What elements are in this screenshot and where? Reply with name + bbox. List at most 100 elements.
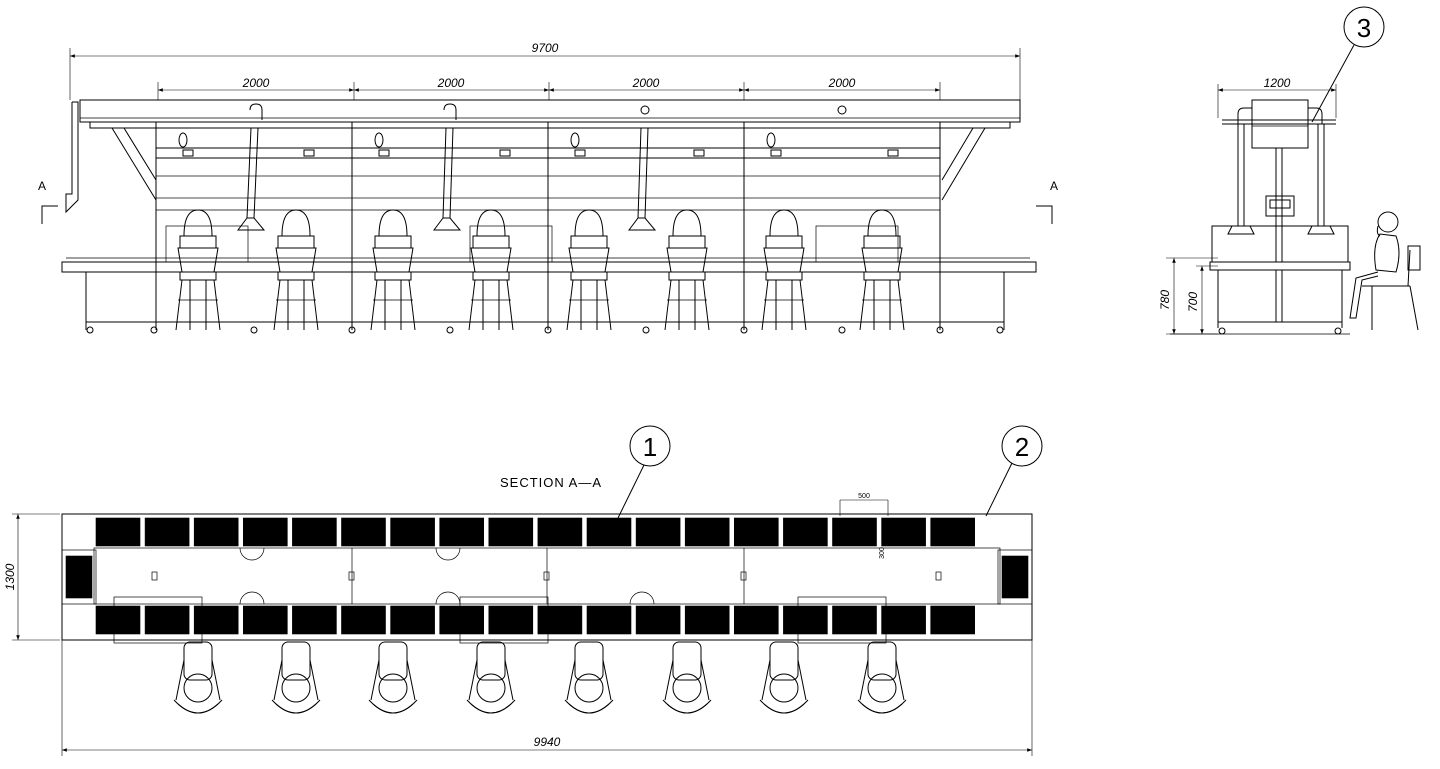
tray: [832, 605, 877, 635]
svg-text:A: A: [1050, 179, 1058, 193]
chair-top: [857, 641, 907, 714]
operator-with-chair: [468, 209, 514, 331]
balloon-2: 2: [985, 425, 1043, 517]
tray: [635, 517, 681, 547]
section-title: SECTION A—A: [500, 475, 602, 490]
tray: [537, 605, 583, 635]
tray: [733, 517, 779, 547]
svg-text:A: A: [38, 179, 46, 193]
conveyor-outline: [61, 513, 1033, 644]
tray: [832, 517, 877, 547]
tray: [439, 517, 485, 547]
svg-text:3: 3: [1357, 13, 1371, 43]
tray: [193, 517, 239, 547]
module-dimensions: 2000 2000 2000 2000: [157, 76, 941, 100]
tray: [684, 517, 730, 547]
top-view: SECTION A—A 1300 9940 500 300: [3, 475, 1033, 756]
extraction-pipes: [237, 103, 847, 231]
tray: [684, 605, 730, 635]
module-dim-4: 2000: [828, 76, 856, 90]
caster: [544, 326, 552, 334]
tray: [488, 517, 534, 547]
caster: [348, 326, 356, 334]
caster: [936, 326, 944, 334]
overall-dim-label: 9700: [532, 41, 559, 55]
caster: [642, 326, 650, 334]
chair-top: [759, 641, 809, 714]
side-operator: [1349, 211, 1421, 331]
tray: [95, 605, 141, 635]
svg-text:2: 2: [1015, 432, 1029, 462]
tray: [341, 517, 386, 547]
tray: [390, 605, 435, 635]
tray: [243, 605, 288, 635]
operator-chairs-top-view: [173, 641, 907, 714]
tray: [144, 517, 190, 547]
tray: [733, 605, 779, 635]
side-frame: [1170, 99, 1351, 335]
balloon-1: 1: [617, 425, 671, 519]
svg-text:1: 1: [643, 432, 657, 462]
balloon-3: 3: [1311, 6, 1385, 123]
tray: [783, 605, 828, 635]
tray: [783, 517, 828, 547]
side-height-outer-label: 780: [1158, 290, 1172, 310]
caster: [86, 326, 94, 334]
lamps: [178, 132, 899, 157]
chair-top: [564, 641, 614, 714]
operator-with-chair: [370, 209, 416, 331]
frame-posts: [155, 122, 941, 330]
tray-dimension: 500 300: [839, 493, 889, 559]
side-height-inner-label: 700: [1186, 292, 1200, 312]
tray-row-bottom: [95, 605, 976, 635]
caster: [446, 326, 454, 334]
tray: [95, 517, 141, 547]
module-dim-3: 2000: [632, 76, 660, 90]
tray: [341, 605, 386, 635]
operator-with-chair: [664, 209, 710, 331]
tray: [193, 605, 239, 635]
module-dim-2: 2000: [437, 76, 465, 90]
overall-dimension-line: 9700: [69, 41, 1021, 100]
tray: [390, 517, 435, 547]
side-view: 1200 780 700: [1158, 76, 1421, 335]
chair-top: [466, 641, 516, 714]
operator-with-chair: [859, 209, 905, 331]
operator-with-chair: [761, 209, 807, 331]
tray: [292, 517, 337, 547]
caster: [838, 326, 846, 334]
operator-with-chair: [566, 209, 612, 331]
caster: [250, 326, 258, 334]
width-dim-label: 1300: [3, 563, 17, 590]
tray: [881, 605, 926, 635]
length-dim-label: 9940: [534, 735, 561, 749]
side-width-label: 1200: [1264, 76, 1291, 90]
section-marker-right: A: [1036, 179, 1058, 224]
tray: [881, 517, 926, 547]
section-marker-left: A: [38, 179, 58, 224]
tray-row-top: [95, 517, 976, 547]
tray-length-label: 500: [858, 493, 870, 500]
caster: [150, 326, 158, 334]
conveyor-table: [61, 225, 1037, 330]
tray-width-label: 300: [879, 547, 886, 559]
chair-top: [662, 641, 712, 714]
tray: [144, 605, 190, 635]
width-dimension: 1300: [3, 513, 60, 641]
module-dim-1: 2000: [242, 76, 270, 90]
tray: [292, 605, 337, 635]
tray: [537, 517, 583, 547]
front-operators: [86, 209, 1004, 334]
tray: [439, 605, 485, 635]
side-height-dimensions: 780 700: [1158, 257, 1218, 335]
operator-with-chair: [175, 209, 221, 331]
tray: [930, 517, 976, 547]
front-view: 9700 2000 2000 2000 2000 A A: [38, 41, 1058, 334]
caster: [740, 326, 748, 334]
tray: [488, 605, 534, 635]
chair-top: [271, 641, 321, 714]
operator-with-chair: [273, 209, 319, 331]
tray: [586, 517, 632, 547]
canopy: [65, 99, 1021, 214]
tray: [930, 605, 976, 635]
